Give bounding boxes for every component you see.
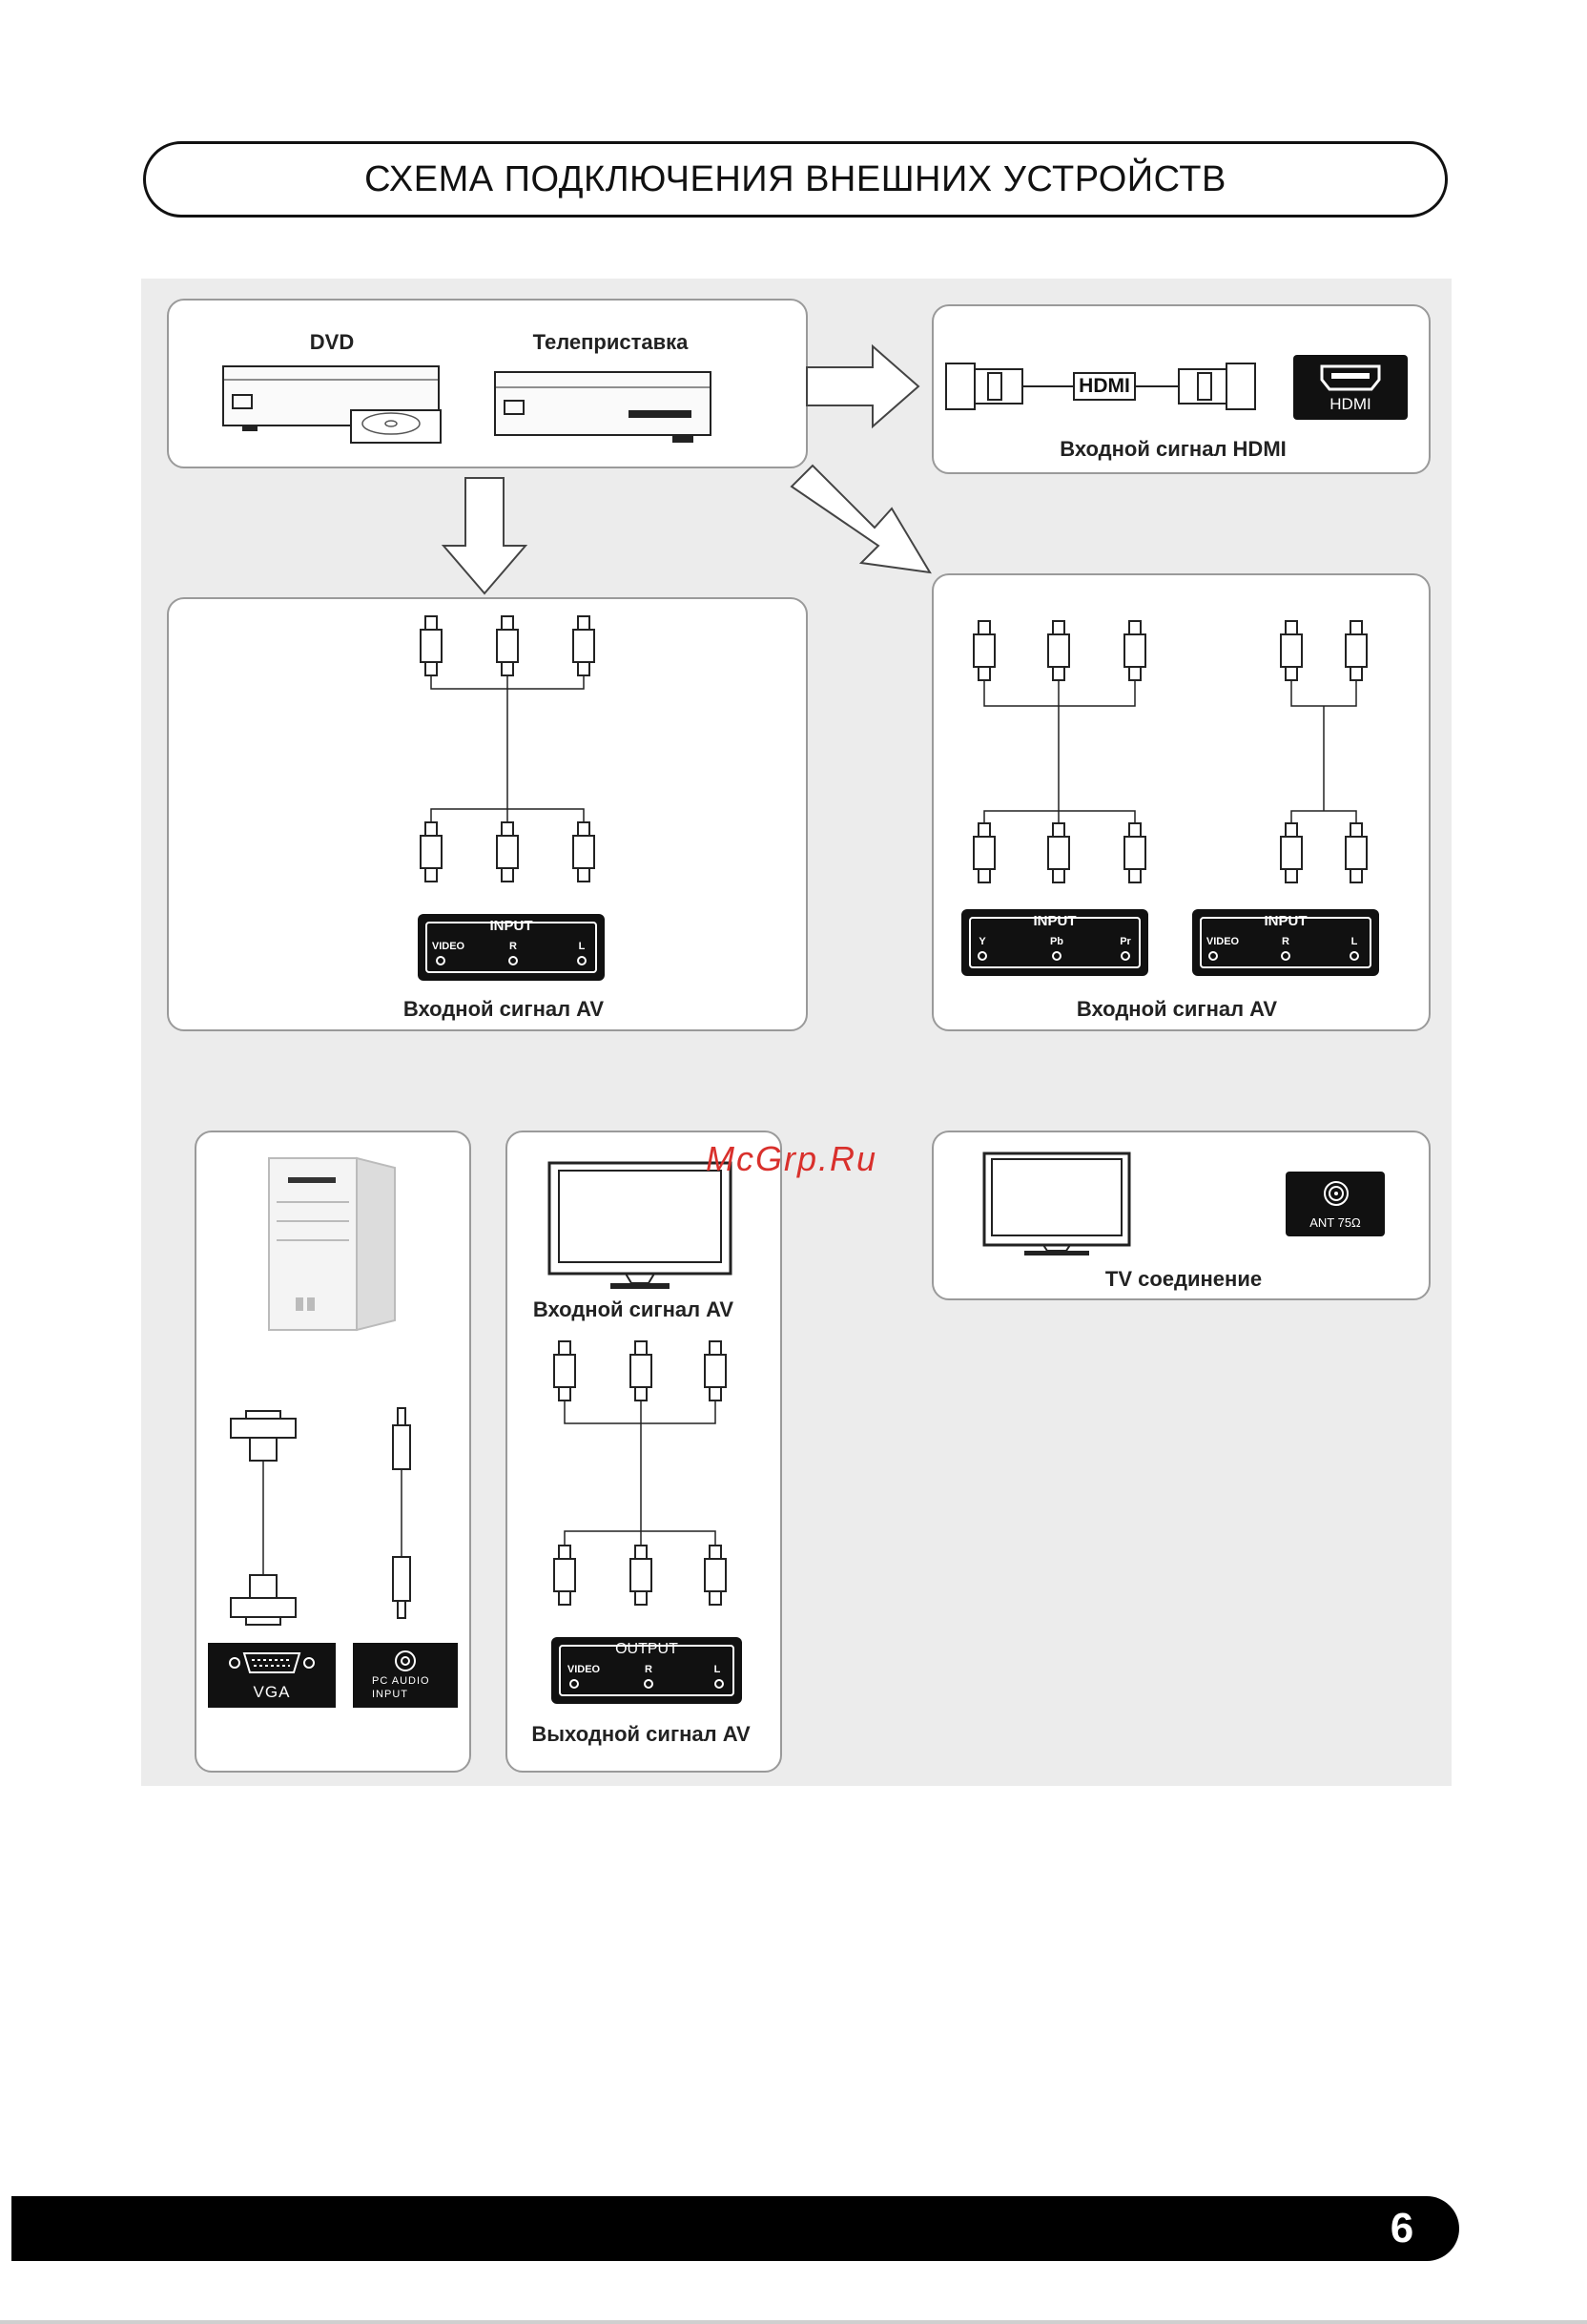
page-number: 6: [1373, 2196, 1431, 2261]
y-jack-label: Y: [979, 936, 985, 947]
component-input-panel: INPUT Y Pb Pr: [961, 909, 1148, 976]
av-output-title: OUTPUT: [551, 1641, 742, 1658]
r-jack: [508, 956, 518, 965]
dvd-label: DVD: [310, 330, 354, 355]
composite-input-panel: INPUT VIDEO R L: [1192, 909, 1379, 976]
tv-monitor-image: [546, 1159, 736, 1293]
audio-cable-image: [383, 1404, 422, 1633]
output-r-label: R: [645, 1664, 652, 1675]
output-video-jack: [569, 1679, 579, 1689]
pc-audio-label-2: INPUT: [372, 1689, 408, 1700]
component-cable-image: [961, 615, 1171, 902]
y-jack: [978, 951, 987, 961]
page-title: СХЕМА ПОДКЛЮЧЕНИЯ ВНЕШНИХ УСТРОЙСТВ: [364, 159, 1226, 200]
pr-jack: [1121, 951, 1130, 961]
av-left-caption: Входной сигнал AV: [403, 997, 604, 1022]
antenna-label: ANT 75Ω: [1286, 1215, 1385, 1230]
av-output-cable-image: [544, 1336, 753, 1622]
output-l-label: L: [714, 1664, 721, 1675]
composite-l-jack: [1350, 951, 1359, 961]
arrow-right: [806, 343, 920, 429]
page-title-box: СХЕМА ПОДКЛЮЧЕНИЯ ВНЕШНИХ УСТРОЙСТВ: [143, 141, 1448, 218]
antenna-port: ANT 75Ω: [1286, 1172, 1385, 1236]
tv-connection-caption: TV соединение: [1105, 1267, 1262, 1292]
composite-cable-image: [1261, 615, 1394, 902]
pb-jack-label: Pb: [1050, 936, 1063, 947]
arrow-down-right: [787, 463, 930, 577]
composite-video-label: VIDEO: [1206, 936, 1239, 947]
tv-av-input-caption: Входной сигнал AV: [533, 1297, 733, 1322]
pc-audio-port: PC AUDIO INPUT: [353, 1643, 458, 1708]
av-input-title: INPUT: [418, 918, 605, 934]
pr-jack-label: Pr: [1120, 936, 1131, 947]
av-output-caption: Выходной сигнал AV: [531, 1722, 750, 1747]
vga-cable-image: [225, 1407, 301, 1636]
vga-label: VGA: [208, 1683, 336, 1702]
output-video-label: VIDEO: [567, 1664, 600, 1675]
dvd-player-image: [221, 363, 441, 448]
footer-bar: [11, 2196, 1459, 2261]
l-jack: [577, 956, 587, 965]
pb-jack: [1052, 951, 1061, 961]
hdmi-port-icon: [1320, 364, 1381, 391]
hdmi-caption: Входной сигнал HDMI: [1060, 437, 1287, 462]
composite-l-label: L: [1351, 936, 1358, 947]
video-jack: [436, 956, 445, 965]
output-l-jack: [714, 1679, 724, 1689]
composite-r-label: R: [1282, 936, 1289, 947]
pc-tower-image: [267, 1154, 401, 1336]
hdmi-port: HDMI: [1293, 355, 1408, 420]
pc-audio-label: PC AUDIO: [372, 1675, 430, 1687]
av-input-jack-panel: INPUT VIDEO R L: [418, 914, 605, 981]
vga-port: VGA: [208, 1643, 336, 1708]
set-top-box-image: [493, 368, 712, 446]
watermark: McGrp.Ru: [706, 1139, 877, 1179]
composite-input-title: INPUT: [1192, 913, 1379, 929]
component-input-title: INPUT: [961, 913, 1148, 929]
hdmi-port-label: HDMI: [1293, 395, 1408, 414]
bottom-divider: [0, 2320, 1587, 2324]
r-jack-label: R: [509, 941, 517, 952]
output-r-jack: [644, 1679, 653, 1689]
video-jack-label: VIDEO: [432, 941, 464, 952]
av-right-caption: Входной сигнал AV: [1077, 997, 1277, 1022]
av-cable-image: [401, 611, 620, 897]
av-output-jack-panel: OUTPUT VIDEO R L: [551, 1637, 742, 1704]
audio-jack-icon: [391, 1649, 420, 1673]
vga-port-icon: [227, 1650, 317, 1675]
stb-label: Телеприставка: [533, 330, 689, 355]
hdmi-cable-label: HDMI: [1074, 375, 1135, 398]
composite-video-jack: [1208, 951, 1218, 961]
l-jack-label: L: [579, 941, 586, 952]
tv-image: [980, 1150, 1133, 1258]
arrow-down: [443, 477, 529, 596]
composite-r-jack: [1281, 951, 1290, 961]
antenna-jack-icon: [1322, 1179, 1350, 1208]
